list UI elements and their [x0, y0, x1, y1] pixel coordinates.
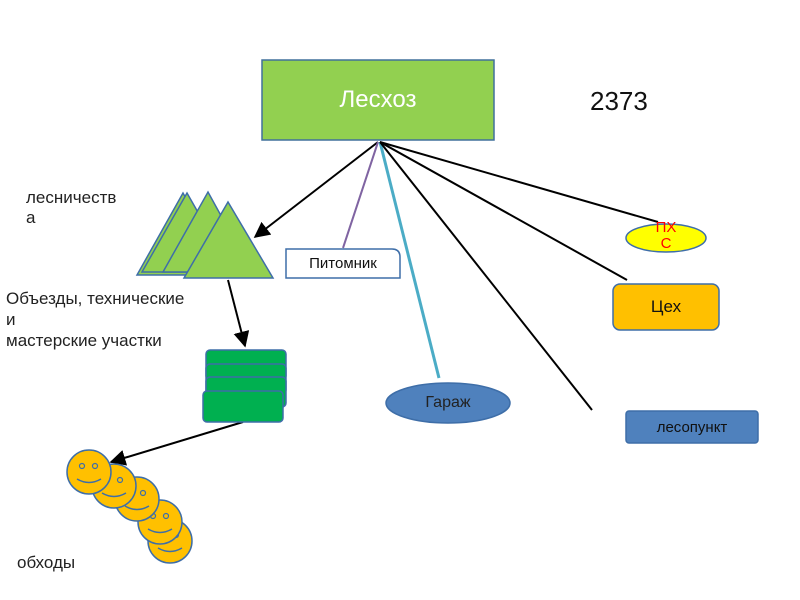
root-box[interactable] — [261, 59, 495, 141]
pxs-ellipse[interactable] — [625, 223, 707, 253]
connector-root-workshop — [379, 141, 628, 281]
sections-label-line2: и — [6, 310, 16, 329]
forestries-label-line1: лесничеств — [26, 188, 117, 207]
nursery-label: Питомник — [309, 255, 377, 272]
forestries-label-line2: а — [26, 208, 36, 227]
connector-forestries-sections — [227, 279, 250, 348]
pxs-label-line1: ПХ — [655, 219, 677, 236]
pxs-label: ПХ С — [640, 220, 692, 252]
sections-label: Объезды, технические и мастерские участк… — [6, 288, 184, 351]
forest-point-label: лесопункт — [656, 419, 728, 436]
smiley-icon — [66, 449, 112, 495]
sections-label-line1: Объезды, технические — [6, 289, 185, 308]
root-label: Лесхоз — [339, 86, 417, 113]
count-label: 2373 — [590, 86, 648, 116]
forestries-label: лесничеств а — [26, 188, 116, 228]
garage-label: Гараж — [425, 394, 471, 411]
workshop-label: Цех — [650, 297, 682, 316]
pxs-label-line2: С — [660, 235, 672, 252]
connector-root-garage — [378, 141, 441, 379]
connector-root-forest-point — [379, 141, 593, 411]
rounds-label: обходы — [17, 553, 76, 572]
garage-ellipse[interactable] — [385, 382, 511, 424]
connector-root-pxs — [379, 141, 659, 223]
sections-label-line3: мастерские участки — [6, 331, 162, 350]
workshop-box[interactable] — [612, 283, 720, 331]
sections-shape[interactable] — [202, 349, 287, 423]
connector-root-nursery — [342, 141, 379, 249]
rounds-shape[interactable] — [66, 449, 193, 564]
connector-root-forestries — [253, 141, 379, 238]
nursery-box[interactable] — [285, 248, 401, 279]
forestries-shape[interactable] — [135, 190, 275, 279]
connector-sections-rounds — [109, 421, 244, 466]
forest-point-box[interactable] — [625, 410, 759, 444]
